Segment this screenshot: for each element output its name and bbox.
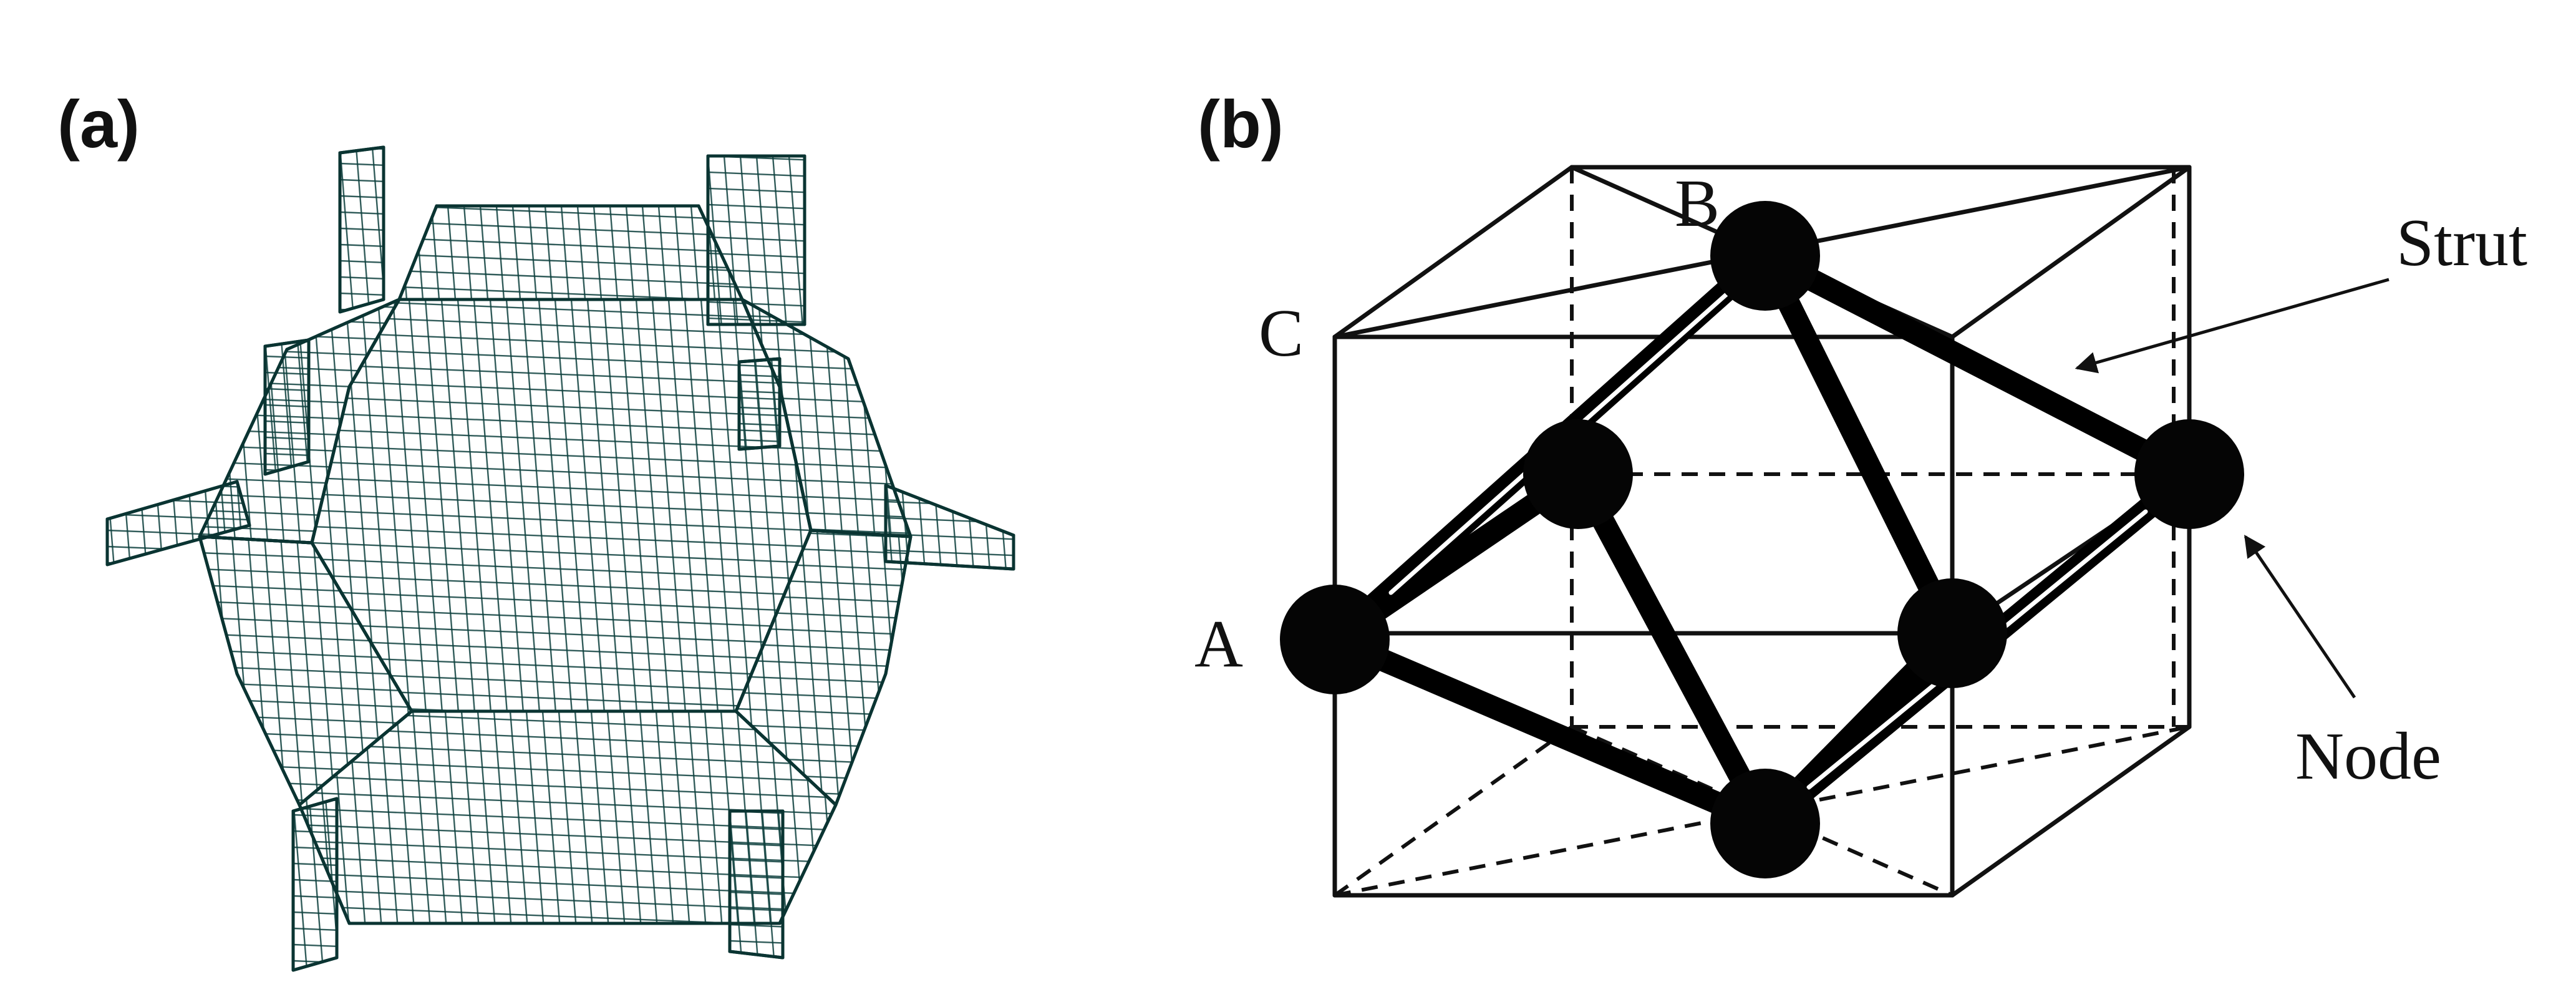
panel-b: (b) xyxy=(1194,86,2527,898)
strut-pointer xyxy=(2075,278,2390,374)
face-outline xyxy=(198,298,401,545)
mesh-lines xyxy=(200,537,412,805)
nodes xyxy=(1280,201,2244,878)
node-a xyxy=(1280,585,1390,694)
cube-edge xyxy=(1950,165,2192,339)
panel-a: (a) xyxy=(57,86,1015,972)
panel-a-label: (a) xyxy=(57,86,140,162)
node-callout-label: Node xyxy=(2295,719,2441,794)
face-outline xyxy=(338,145,385,314)
strut xyxy=(1754,245,1963,644)
face-outline xyxy=(728,809,785,960)
strut-callout-label: Strut xyxy=(2396,206,2527,280)
face-outline xyxy=(397,204,744,301)
vertex-label-c: C xyxy=(1259,296,1304,371)
face-outline xyxy=(291,797,339,972)
cube-edge xyxy=(1950,724,2192,898)
mesh-lines xyxy=(742,299,911,537)
cube-edge xyxy=(1332,165,1574,339)
node-left-face xyxy=(1523,419,1633,529)
face-outline xyxy=(734,528,913,807)
struts xyxy=(1324,245,2201,835)
strut xyxy=(1567,463,1776,835)
mesh-lines xyxy=(312,299,811,711)
face-outline xyxy=(706,154,806,326)
mesh-lines xyxy=(736,530,911,805)
hidden-edge xyxy=(1334,725,1573,897)
face-outline xyxy=(298,709,838,925)
strut xyxy=(1754,245,2201,485)
face-lower-right xyxy=(734,528,913,807)
strut xyxy=(1324,628,1776,835)
callout-node: Node xyxy=(2244,535,2441,794)
vertex-label-a: A xyxy=(1194,607,1243,681)
node-front-face xyxy=(1897,578,2007,688)
callout-strut: Strut xyxy=(2075,206,2527,374)
face-outline xyxy=(105,480,251,567)
mesh-lines xyxy=(708,156,805,324)
node-bottom-face xyxy=(1710,769,1820,878)
face-upper-left xyxy=(198,298,401,545)
face-outline xyxy=(737,357,782,451)
mesh-lines xyxy=(299,711,836,923)
face-outline xyxy=(263,338,311,476)
mesh-spikes xyxy=(105,145,1015,972)
mesh-lines xyxy=(730,811,783,958)
panel-b-label: (b) xyxy=(1198,86,1284,162)
face-top xyxy=(397,204,744,301)
mesh-lines xyxy=(399,206,742,299)
mesh-model xyxy=(105,145,1015,972)
mesh-lines xyxy=(340,147,384,312)
vertex-label-b: B xyxy=(1675,167,1720,241)
mesh-grid xyxy=(105,145,1015,972)
hidden-edge xyxy=(1334,725,2190,897)
node-pointer xyxy=(2244,535,2356,699)
node-right-face xyxy=(2134,419,2244,529)
node-b xyxy=(1710,201,1820,311)
